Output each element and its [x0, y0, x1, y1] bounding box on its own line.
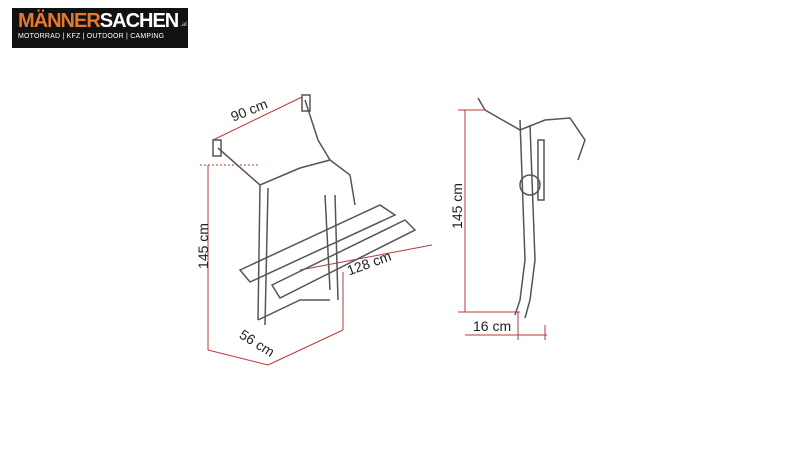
dimension-label-offset: 16 cm: [473, 318, 512, 334]
dimension-label-height-front: 145 cm: [194, 223, 211, 269]
logo-text-white: SACHEN: [99, 10, 179, 32]
dimension-label-height-side: 145 cm: [448, 183, 465, 229]
logo-suffix: .at: [180, 22, 187, 28]
rack-side-view: [477, 97, 586, 319]
logo-text-orange: MÄNNER: [18, 10, 101, 32]
rack-front-view: [212, 94, 417, 326]
logo-tagline: MOTORRAD | KFZ | OUTDOOR | CAMPING: [18, 33, 165, 40]
dimension-lines: [200, 96, 547, 366]
